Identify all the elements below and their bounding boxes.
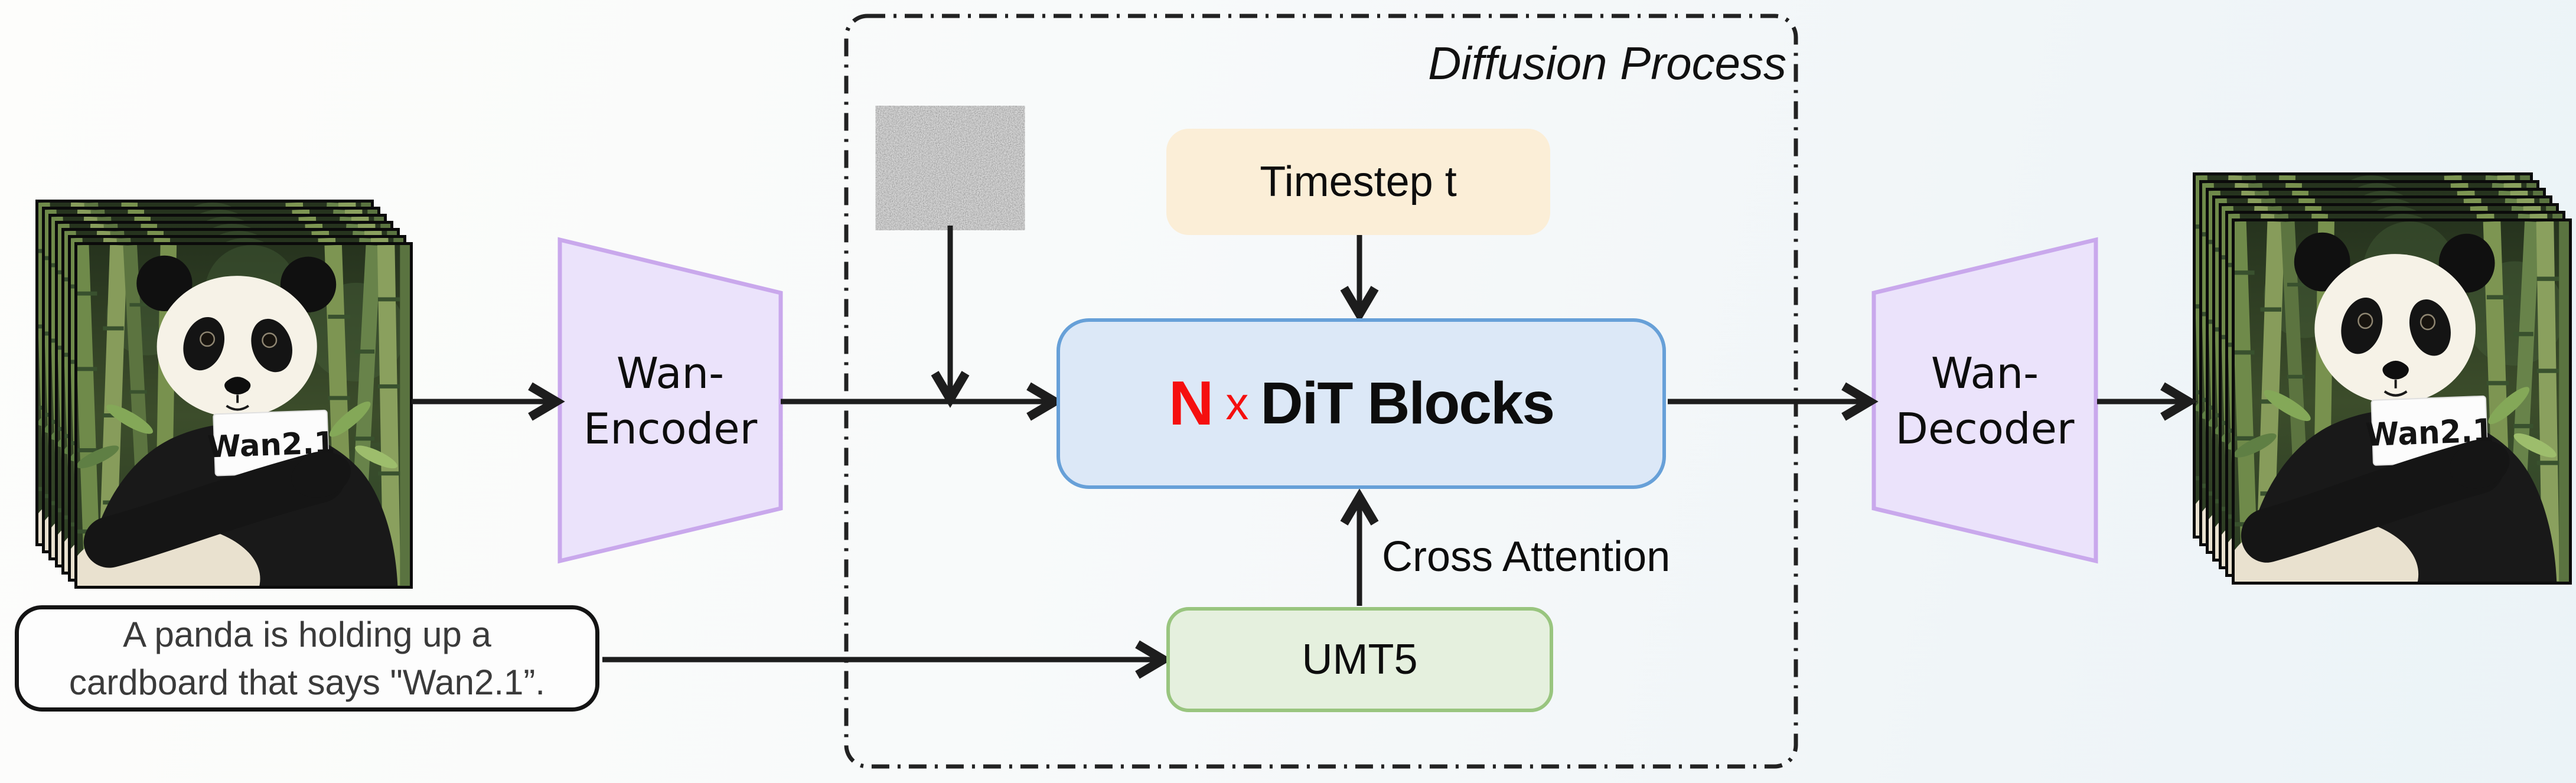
encoder-line1: Wan- xyxy=(616,348,725,399)
prompt-text-box: A panda is holding up a cardboard that s… xyxy=(15,605,599,712)
dit-times: x xyxy=(1225,377,1248,429)
umt5-label: UMT5 xyxy=(1302,636,1418,683)
wan-encoder-shape xyxy=(557,237,783,564)
arrow-prompt-to-umt5 xyxy=(602,640,1172,679)
diffusion-region-border xyxy=(844,14,1798,769)
timestep-label: Timestep t xyxy=(1260,158,1457,205)
gaussian-noise-thumbnail xyxy=(882,112,1018,224)
arrow-dit-to-decoder xyxy=(1668,382,1879,421)
dit-label: DiT Blocks xyxy=(1260,370,1555,436)
dit-blocks-box: N x DiT Blocks xyxy=(1057,318,1666,489)
wan-encoder-label: Wan- Encoder xyxy=(560,345,781,458)
timestep-box: Timestep t xyxy=(1166,129,1550,235)
arrow-timestep-to-dit xyxy=(1340,235,1379,323)
prompt-line1: A panda is holding up a xyxy=(123,615,491,654)
dit-multiplier: N xyxy=(1168,368,1214,438)
prompt-line2: cardboard that says "Wan2.1”. xyxy=(69,663,546,702)
wan-decoder-shape xyxy=(1871,237,2098,564)
arrow-encoder-to-dit xyxy=(781,382,1064,421)
diffusion-process-title: Diffusion Process xyxy=(1428,37,1786,89)
video-frame xyxy=(2232,218,2572,585)
arrow-noise-to-latent xyxy=(931,226,970,408)
arrow-video-to-encoder xyxy=(412,382,565,421)
arrow-umt5-to-dit-cross-attention xyxy=(1340,488,1379,606)
input-video-frames xyxy=(35,200,461,642)
wan-decoder-label: Wan- Decoder xyxy=(1874,345,2096,458)
decoder-line1: Wan- xyxy=(1931,348,2039,399)
umt5-box: UMT5 xyxy=(1166,607,1553,712)
video-frame xyxy=(74,242,413,589)
cross-attention-label: Cross Attention xyxy=(1382,533,1671,580)
decoder-line2: Decoder xyxy=(1895,404,2075,454)
encoder-line2: Encoder xyxy=(583,404,758,454)
output-video-frames xyxy=(2193,172,2576,639)
arrow-decoder-to-video xyxy=(2097,382,2197,421)
